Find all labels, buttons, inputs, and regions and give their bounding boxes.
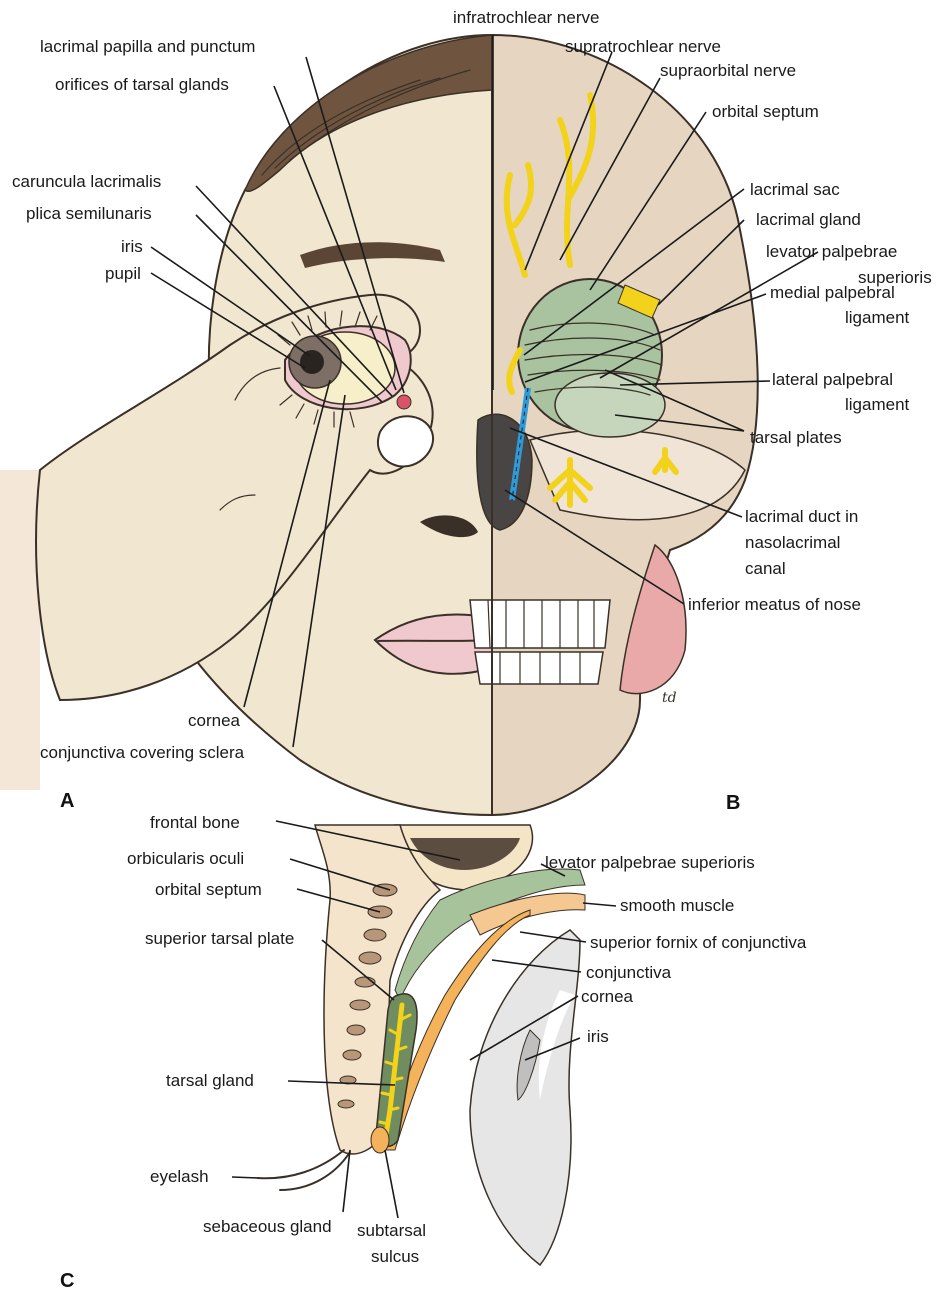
label-tarsal-plates: tarsal plates	[750, 428, 842, 447]
label-supratrochlear-nerve: supratrochlear nerve	[565, 37, 721, 56]
label-supraorbital-nerve: supraorbital nerve	[660, 61, 796, 80]
label-medial-palpebral-2: ligament	[845, 308, 910, 327]
label-lacrimal-duct-2: nasolacrimal	[745, 533, 840, 552]
panel-letter-b: B	[726, 792, 740, 814]
face-illustration	[0, 35, 758, 815]
label-sebaceous: sebaceous gland	[203, 1217, 332, 1236]
cornea-shape	[470, 930, 580, 1265]
label-superior-fornix: superior fornix of conjunctiva	[590, 933, 807, 952]
label-plica: plica semilunaris	[26, 204, 152, 223]
panel-letter-a: A	[60, 790, 74, 812]
label-lacrimal-papilla: lacrimal papilla and punctum	[40, 37, 255, 56]
label-lacrimal-sac: lacrimal sac	[750, 180, 840, 199]
label-caruncula: caruncula lacrimalis	[12, 172, 161, 191]
label-cornea-c: cornea	[581, 987, 634, 1006]
label-orbital-septum: orbital septum	[712, 102, 819, 121]
label-eyelash: eyelash	[150, 1167, 209, 1186]
label-levator-1: levator palpebrae	[766, 242, 897, 261]
label-cornea-a: cornea	[188, 711, 241, 730]
lacrimal-caruncle-dot	[397, 395, 411, 409]
label-lateral-palpebral-1: lateral palpebral	[772, 370, 893, 389]
label-subtarsal-1: subtarsal	[357, 1221, 426, 1240]
label-orbicularis: orbicularis oculi	[127, 849, 244, 868]
label-smooth-muscle: smooth muscle	[620, 896, 734, 915]
label-orifices-tarsal-glands: orifices of tarsal glands	[55, 75, 229, 94]
label-medial-palpebral-1: medial palpebral	[770, 283, 895, 302]
subtarsal-sulcus-dot	[371, 1127, 389, 1153]
label-tarsal-gland: tarsal gland	[166, 1071, 254, 1090]
label-frontal-bone: frontal bone	[150, 813, 240, 832]
label-conjunctiva-sclera: conjunctiva covering sclera	[40, 743, 245, 762]
left-background-wash	[0, 470, 40, 790]
eyelash-strand-2	[280, 1152, 350, 1190]
label-lacrimal-duct-3: canal	[745, 559, 786, 578]
label-lacrimal-duct-1: lacrimal duct in	[745, 507, 858, 526]
label-orbital-septum-c: orbital septum	[155, 880, 262, 899]
label-conjunctiva: conjunctiva	[586, 963, 672, 982]
label-subtarsal-2: sulcus	[371, 1247, 419, 1266]
label-superior-tarsal: superior tarsal plate	[145, 929, 294, 948]
artist-signature: td	[662, 690, 677, 706]
label-pupil: pupil	[105, 264, 141, 283]
teeth-lower	[475, 652, 603, 684]
globe-lower	[555, 373, 665, 437]
label-iris-c: iris	[587, 1027, 609, 1046]
pupil-disc	[300, 350, 324, 374]
label-iris-a: iris	[121, 237, 143, 256]
panel-letter-c: C	[60, 1270, 74, 1292]
eyelid-skin	[315, 825, 440, 1154]
label-lacrimal-gland: lacrimal gland	[756, 210, 861, 229]
label-infratrochlear-nerve: infratrochlear nerve	[453, 8, 599, 27]
eyelash-strand	[258, 1150, 344, 1178]
label-lateral-palpebral-2: ligament	[845, 395, 910, 414]
label-inferior-meatus: inferior meatus of nose	[688, 595, 861, 614]
label-levator-c: levator palpebrae superioris	[545, 853, 755, 872]
